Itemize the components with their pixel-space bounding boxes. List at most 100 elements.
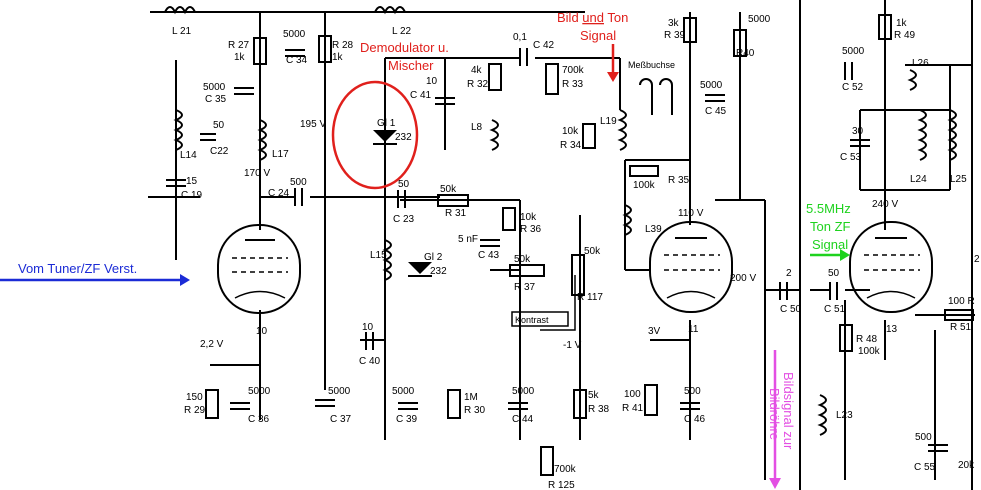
label-r31: R 31: [445, 208, 467, 219]
label-2-2v: 2,2 V: [200, 339, 224, 350]
bild-ton-prefix: Bild: [557, 10, 582, 25]
kontrast-arrow: [540, 275, 576, 331]
label-r29-value: 150: [186, 392, 203, 403]
label-l24: L24: [910, 174, 927, 185]
resistor-r28: [318, 35, 332, 63]
label-c40-value: 10: [362, 322, 374, 333]
label-r51-value: 100 R: [948, 296, 975, 307]
label-c51: C 51: [824, 304, 846, 315]
label-r49-value: 1k: [896, 18, 908, 29]
label-c45: C 45: [705, 106, 727, 117]
label-c36-value: 5000: [248, 386, 271, 397]
label-l8: L8: [471, 122, 483, 133]
label-r29: R 29: [184, 405, 206, 416]
resistor-r27: [253, 37, 267, 65]
resistor-r35: [629, 165, 659, 177]
label-c50: C 50: [780, 304, 802, 315]
label-r48-value: 100k: [858, 346, 881, 357]
label-r34: R 34: [560, 140, 582, 151]
demodulator-annotation-line1: Demodulator u.: [360, 40, 449, 55]
label-c55-value: 500: [915, 432, 932, 443]
diode-gl1: [373, 130, 397, 145]
diode-gl2: [408, 262, 432, 277]
label-c46: C 46: [684, 414, 706, 425]
coils: [164, 6, 957, 436]
label-c53-value: 30: [852, 126, 864, 137]
capacitor-c19: [166, 179, 186, 187]
label-r117-value: 50k: [584, 246, 601, 257]
capacitor-c45: [705, 94, 725, 102]
label-c53: C 53: [840, 152, 862, 163]
demodulator-highlight-circle: [331, 80, 419, 190]
tube-10: 10: [217, 224, 301, 337]
label-c37-value: 5000: [328, 386, 351, 397]
tube-11: 11: [649, 221, 733, 335]
label-c44: C 44: [512, 414, 534, 425]
label-l22: L 22: [392, 26, 412, 37]
label-r37-value: 50k: [514, 254, 531, 265]
label-c34-value: 5000: [283, 29, 306, 40]
label-c55: C 55: [914, 462, 936, 473]
capacitor-c37: [315, 399, 335, 407]
label-c39-value: 5000: [392, 386, 415, 397]
resistor-r40: [733, 29, 747, 57]
resistor-r48: [839, 324, 853, 352]
label-c52: C 52: [842, 82, 864, 93]
tube-13: 13: [849, 221, 933, 335]
label-two: 2: [974, 254, 980, 265]
label-c35: C 35: [205, 94, 227, 105]
capacitor-c24: [294, 188, 303, 206]
label-r27: R 27: [228, 40, 250, 51]
label-c24-value: 500: [290, 177, 307, 188]
label-3v: 3V: [648, 326, 661, 337]
capacitors: [166, 48, 948, 452]
capacitor-c23: [397, 190, 406, 208]
capacitor-c34: [285, 49, 305, 57]
label-l19: L19: [600, 116, 617, 127]
resistor-r51: [944, 309, 974, 321]
coil-l39: [622, 204, 632, 236]
label-l26: L26: [912, 58, 929, 69]
ton-annotation-line2: Ton ZF: [810, 219, 851, 234]
label-c22: C22: [210, 146, 229, 157]
label-gl2-value: 232: [430, 266, 447, 277]
label-r33: R 33: [562, 79, 584, 90]
label-r34-value: 10k: [562, 126, 579, 137]
resistor-r31: [437, 194, 469, 207]
capacitor-c41: [435, 97, 455, 105]
input-arrow: [0, 274, 190, 286]
coil-l15: [382, 239, 392, 281]
label-c52-value: 5000: [842, 46, 865, 57]
label-c35-value: 5000: [203, 82, 226, 93]
label-c43-value: 5 nF: [458, 234, 478, 245]
label-gl1: Gl 1: [377, 118, 396, 129]
label-r40-top: 5000: [748, 14, 771, 25]
label-l23: L23: [836, 410, 853, 421]
label-r117: R 117: [577, 292, 603, 303]
label-c41: C 41: [410, 90, 432, 101]
resistor-r37: [509, 264, 545, 277]
label-l17: L17: [272, 149, 289, 160]
label-195v: 195 V: [300, 119, 326, 130]
label-c43: C 43: [478, 250, 500, 261]
bildsignal-annotation-line2: Bildröhre: [767, 388, 782, 440]
capacitor-c39: [398, 402, 418, 410]
label-r41: R 41: [622, 403, 644, 414]
coil-l26: [907, 69, 917, 91]
label-minus-1v: -1 V: [563, 340, 582, 351]
label-r51: R 51: [950, 322, 972, 333]
label-c22-value: 50: [213, 120, 225, 131]
label-c51-value: 50: [828, 268, 840, 279]
label-c34: C 34: [286, 55, 308, 66]
coil-l21: [164, 6, 196, 15]
label-c45-value: 5000: [700, 80, 723, 91]
capacitor-c53: [850, 139, 870, 147]
label-l25: L25: [950, 174, 967, 185]
label-r37: R 37: [514, 282, 536, 293]
label-c19: C 19: [181, 190, 203, 201]
bildsignal-arrow: [769, 350, 781, 489]
label-c42: C 42: [533, 40, 555, 51]
resistor-r125: [540, 446, 554, 476]
resistor-r34: [582, 123, 596, 149]
resistor-r39: [683, 17, 697, 43]
